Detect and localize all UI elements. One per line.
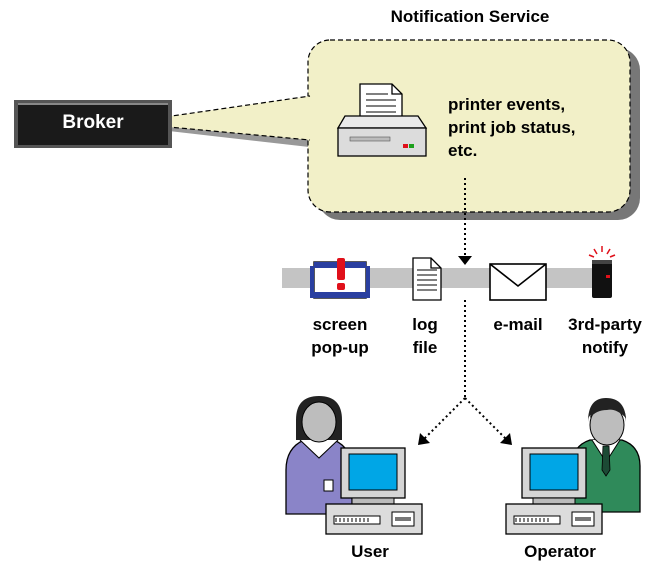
log-file-icon xyxy=(412,257,442,301)
delivery-arrows xyxy=(418,300,512,445)
broker-label: Broker xyxy=(62,112,124,133)
channel-label-screen: pop-up xyxy=(311,338,369,357)
screen-popup-icon xyxy=(310,258,370,299)
notification-service-title: Notification Service xyxy=(390,7,550,26)
arrowhead-to-operator xyxy=(500,433,512,445)
channel-label-thirdparty: notify xyxy=(581,338,629,357)
printer-icon xyxy=(336,83,428,157)
channel-label-screen: screen xyxy=(312,315,368,334)
arrowhead-to-user xyxy=(418,433,430,445)
channel-label-thirdparty: 3rd-party xyxy=(568,315,642,334)
email-envelope-icon xyxy=(489,263,547,301)
operator-workstation-icon xyxy=(505,398,641,535)
user-workstation-icon xyxy=(285,396,423,535)
third-party-notify-icon xyxy=(588,246,616,298)
balloon-pointer xyxy=(158,96,310,140)
channel-label-log: file xyxy=(412,338,438,357)
event-line: etc. xyxy=(448,141,478,160)
balloon-pointer-edge-bottom xyxy=(157,125,311,141)
broker-box xyxy=(14,100,172,148)
channel-label-email: e-mail xyxy=(493,315,543,334)
event-line: print job status, xyxy=(448,118,576,137)
event-flow-arrowhead xyxy=(458,256,472,265)
recipient-label-user: User xyxy=(351,542,389,561)
event-line: printer events, xyxy=(448,95,566,114)
channel-label-log: log xyxy=(412,315,438,334)
recipient-label-operator: Operator xyxy=(524,542,596,561)
balloon-pointer-edge-top xyxy=(157,95,311,119)
